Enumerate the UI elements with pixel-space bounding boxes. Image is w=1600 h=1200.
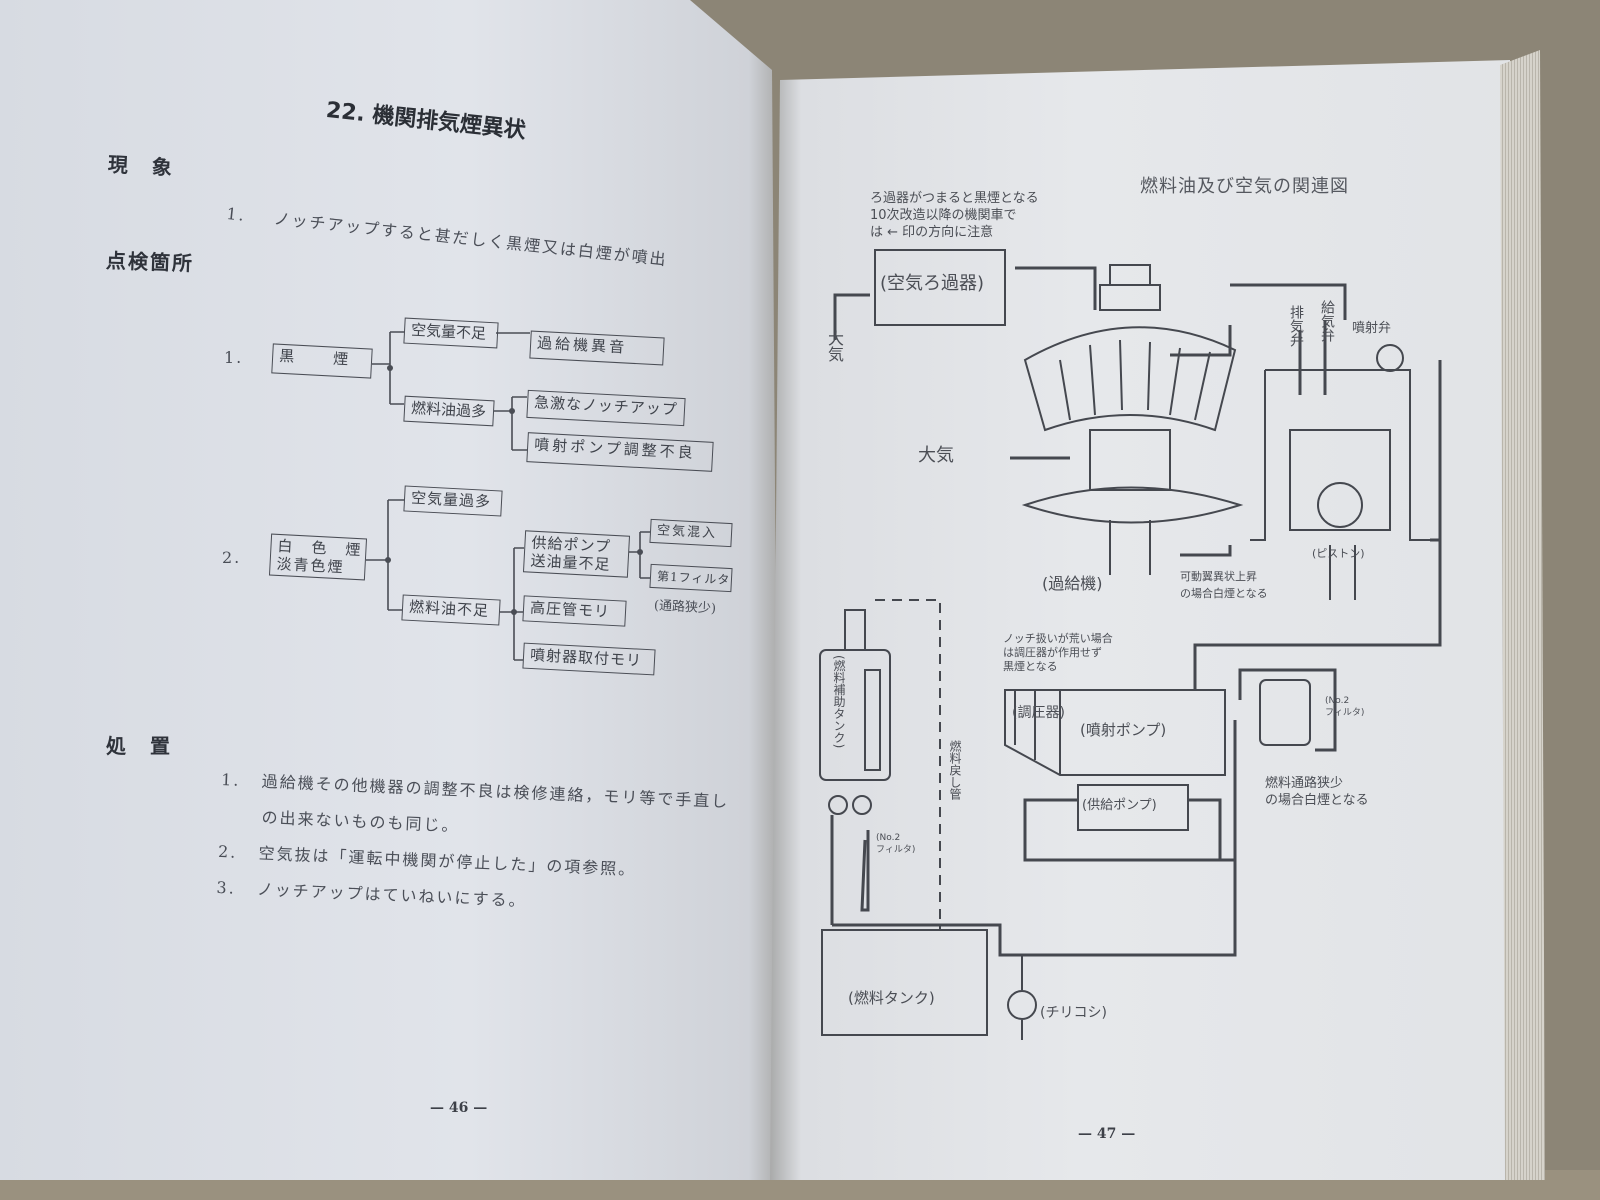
page-number-left: — 46 — — [430, 1100, 488, 1116]
item-number: 2. — [217, 841, 238, 862]
atmosphere-out-label: 大気 — [918, 445, 954, 466]
node-black-smoke: 黒 煙 — [271, 343, 373, 379]
piston-label: (ピストン) — [1312, 547, 1365, 560]
node-filter1-note: (通路狭少) — [653, 598, 717, 617]
atmosphere-in-label: 大気 — [825, 330, 844, 362]
intake-valve-label: 給気弁 — [1319, 300, 1335, 342]
no2-filter-right-label: (No.2 フィルタ) — [1325, 696, 1365, 718]
return-pipe-label: 燃料戻し管 — [948, 740, 962, 800]
passage-note: 燃料通路狭少 の場合白煙となる — [1265, 776, 1369, 808]
supply-pump-box — [1077, 784, 1189, 831]
injection-pump-box — [1004, 689, 1226, 776]
node-air-excess: 空気量過多 — [403, 485, 503, 517]
page-edges — [1500, 50, 1545, 1180]
node-hp-pipe: 高圧管モリ — [522, 595, 627, 627]
diagram-title: 燃料油及び空気の関連図 — [1140, 176, 1349, 197]
no2-filter-left-label: (No.2 フィルタ) — [876, 833, 916, 855]
strainer-drawing — [1007, 990, 1037, 1020]
node-fuel-excess: 燃料油過多 — [403, 395, 495, 427]
treatment-list: 1. 過給機その他機器の調整不良は検修連絡，モリ等で手直し の出来ないものも同じ… — [216, 762, 730, 928]
governor-label: (調圧器) — [1012, 705, 1065, 721]
air-filter-box — [874, 249, 1006, 326]
node-filter1: 第1フィルタ — [649, 563, 733, 593]
notch-note: ノッチ扱いが荒い場合 は調圧器が作用せず 黒煙となる — [1003, 632, 1113, 673]
turbocharger-label: (過給機) — [1042, 574, 1103, 593]
treatment-heading: 処 置 — [106, 734, 172, 758]
node-white-smoke: 白 色 煙 淡青色煙 — [268, 533, 368, 581]
air-filter-note: ろ過器がつまると黒煙となる 10次改造以降の機関車で は ← 印の方向に注意 — [870, 191, 1039, 240]
injection-pump-label: (噴射ポンプ) — [1080, 721, 1167, 739]
node-fuel-short: 燃料油不足 — [401, 594, 501, 626]
no2-filter-right-drawing — [1259, 679, 1311, 746]
fuel-air-diagram — [819, 249, 1442, 1040]
exhaust-valve-label: 排気弁 — [1288, 305, 1304, 347]
page-number-right: — 47 — — [1078, 1126, 1136, 1142]
node-air-mix: 空気混入 — [649, 518, 733, 548]
supply-pump-label: (供給ポンプ) — [1082, 798, 1157, 813]
air-filter-label: (空気ろ過器) — [880, 273, 985, 294]
flowchart-connectors — [366, 331, 650, 661]
item-number: 3. — [216, 877, 237, 898]
right-page — [770, 60, 1525, 1180]
vane-note: 可動翼異状上昇 の場合白煙となる — [1180, 570, 1268, 600]
fuel-tank-box — [821, 929, 988, 1036]
fuel-tank-label: (燃料タンク) — [848, 989, 935, 1007]
group-number: 1. — [224, 348, 244, 367]
aux-tank-label: (燃料補助タンク) — [832, 655, 846, 749]
engine-cylinder-drawing — [1250, 320, 1430, 600]
strainer-label: (チリコシ) — [1040, 1005, 1107, 1021]
injection-valve-label: 噴射弁 — [1352, 321, 1392, 336]
node-supply-pump: 供給ポンプ 送油量不足 — [522, 530, 631, 578]
group-number: 2. — [222, 548, 242, 567]
item-number: 1. — [220, 769, 241, 790]
node-air-short: 空気量不足 — [403, 317, 499, 349]
turbocharger-drawing — [1021, 264, 1244, 575]
left-page — [0, 0, 780, 1180]
item-text: ノッチアップはていねいにする。 — [256, 879, 528, 911]
